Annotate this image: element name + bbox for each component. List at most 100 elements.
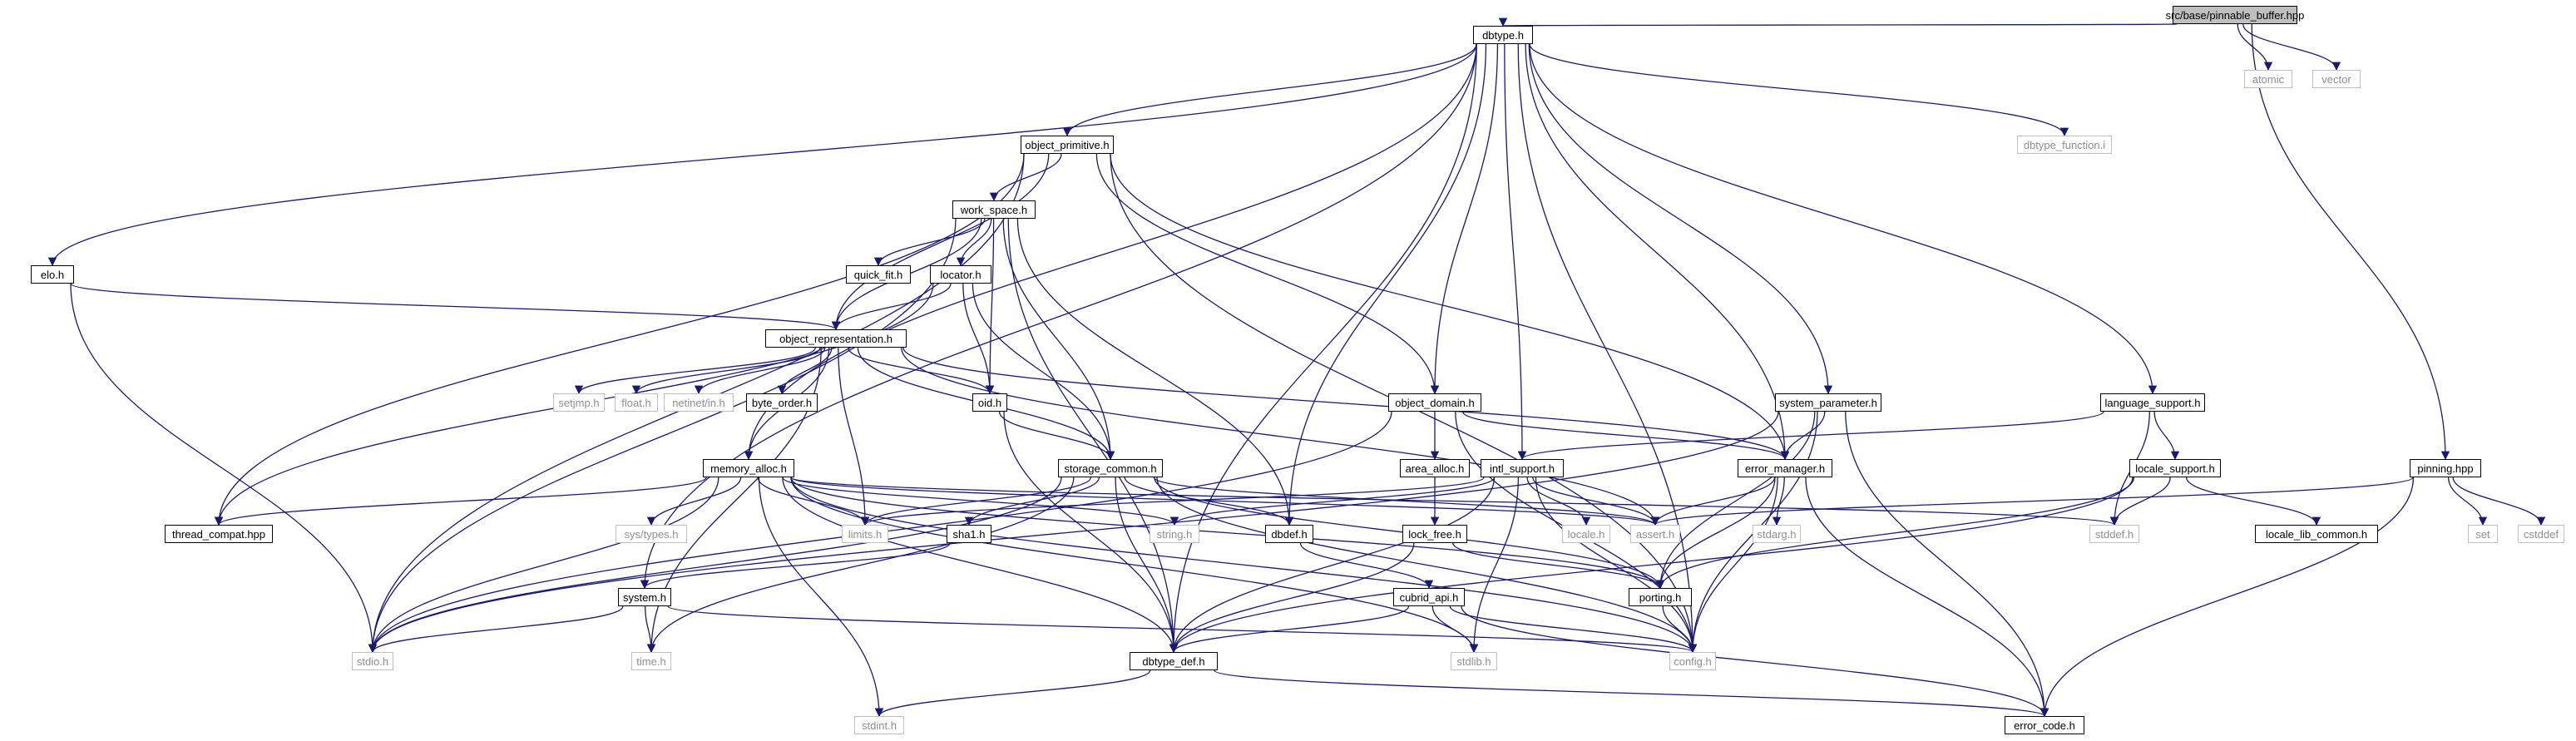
node-label: dbtype_def.h — [1142, 655, 1205, 668]
edge-storage-common-to-config — [1156, 477, 1698, 654]
edge-storage-common-to-sha1 — [964, 477, 1100, 526]
node-error-code[interactable]: error_code.h — [2005, 716, 2084, 734]
node-label: error_manager.h — [1744, 462, 1826, 475]
node-lock-free[interactable]: lock_free.h — [1402, 525, 1467, 543]
node-thread-compat[interactable]: thread_compat.hpp — [165, 525, 273, 543]
node-memory-alloc[interactable]: memory_alloc.h — [703, 459, 794, 477]
node-locale: locale.h — [1562, 525, 1610, 543]
edge-memory-alloc-to-assert — [790, 477, 1659, 526]
node-label: porting.h — [1639, 590, 1682, 604]
node-locator[interactable]: locator.h — [930, 265, 991, 284]
node-object-primitive[interactable]: object_primitive.h — [1021, 136, 1114, 154]
edge-dbdef-to-cubrid-api — [1299, 542, 1434, 590]
edge-object-primitive-to-object-domain — [1095, 153, 1440, 395]
node-setjmp: setjmp.h — [553, 393, 605, 412]
node-label: atomic — [2252, 72, 2285, 86]
node-quick-fit[interactable]: quick_fit.h — [846, 265, 911, 284]
node-label: oid.h — [977, 396, 1002, 409]
node-label: stddef.h — [2094, 527, 2134, 541]
edge-object-primitive-to-object-representation — [831, 153, 1050, 331]
edge-elo-to-stdio — [70, 283, 378, 654]
node-label: language_support.h — [2104, 396, 2201, 409]
edge-dbtype-to-elo — [47, 43, 1477, 267]
edge-dbtype-to-dbtype-function — [1529, 43, 2069, 137]
node-label: sys/types.h — [624, 527, 679, 541]
node-locale-lib-common[interactable]: locale_lib_common.h — [2255, 525, 2378, 543]
node-label: sha1.h — [952, 527, 986, 541]
node-label: dbtype_function.i — [2023, 138, 2106, 151]
edge-work-space-to-locator — [956, 218, 992, 267]
node-porting[interactable]: porting.h — [1629, 588, 1692, 606]
edge-system-parameter-to-stdio — [368, 411, 1779, 654]
node-elo[interactable]: elo.h — [31, 265, 74, 284]
edge-system-parameter-to-error-code — [1845, 411, 2049, 718]
edge-error-manager-to-assert — [1650, 477, 1776, 526]
edge-dbtype-def-to-stdint — [874, 669, 1151, 718]
node-label: object_primitive.h — [1025, 138, 1110, 151]
edge-porting-to-config — [1662, 605, 1698, 654]
node-label: quick_fit.h — [853, 268, 903, 281]
node-storage-common[interactable]: storage_common.h — [1058, 459, 1163, 477]
edge-memory-alloc-to-stdlib — [790, 477, 1479, 654]
edge-work-space-to-dbdef — [1016, 218, 1294, 526]
node-label: pinning.hpp — [2417, 462, 2474, 475]
node-object-domain[interactable]: object_domain.h — [1388, 393, 1481, 412]
edge-cubrid-api-to-stdlib — [1431, 605, 1479, 654]
edge-dbtype-to-object-primitive — [1062, 43, 1477, 137]
node-system-parameter[interactable]: system_parameter.h — [1775, 393, 1881, 412]
edge-oid-to-dbtype-def — [1003, 411, 1179, 654]
node-dbtype-def[interactable]: dbtype_def.h — [1130, 652, 1218, 670]
node-locale-support[interactable]: locale_support.h — [2129, 459, 2221, 477]
edge-storage-common-to-time — [646, 477, 1075, 654]
node-work-space[interactable]: work_space.h — [952, 200, 1036, 219]
node-label: config.h — [1674, 655, 1712, 668]
node-intl-support[interactable]: intl_support.h — [1481, 459, 1564, 477]
node-dbtype-function: dbtype_function.i — [2017, 136, 2112, 154]
node-label: stdint.h — [862, 719, 897, 732]
node-label: assert.h — [1635, 527, 1675, 541]
edge-object-primitive-to-work-space — [989, 153, 1062, 202]
node-dbdef[interactable]: dbdef.h — [1265, 525, 1313, 543]
edge-memory-alloc-to-thread-compat — [215, 477, 707, 526]
edge-intl-support-to-config — [1535, 477, 1698, 654]
node-vector: vector — [2312, 70, 2361, 88]
node-label: dbtype.h — [1482, 28, 1524, 42]
node-object-representation[interactable]: object_representation.h — [765, 329, 907, 348]
node-cubrid-api[interactable]: cubrid_api.h — [1393, 588, 1465, 606]
node-language-support[interactable]: language_support.h — [2100, 393, 2205, 412]
node-label: locale_lib_common.h — [2265, 527, 2368, 541]
node-label: work_space.h — [960, 203, 1028, 216]
node-label: object_domain.h — [1395, 396, 1475, 409]
edge-memory-alloc-to-stdio — [368, 477, 719, 654]
node-oid[interactable]: oid.h — [972, 393, 1007, 412]
node-area-alloc[interactable]: area_alloc.h — [1400, 459, 1470, 477]
edge-memory-alloc-to-stddef — [790, 477, 2119, 526]
node-config: config.h — [1669, 652, 1716, 670]
node-system[interactable]: system.h — [618, 588, 671, 606]
node-dbtype[interactable]: dbtype.h — [1473, 26, 1533, 44]
node-pinnable-buffer[interactable]: src/base/pinnable_buffer.hpp — [2166, 6, 2304, 24]
node-label: cstddef — [2524, 527, 2559, 541]
edge-storage-common-to-dbtype-def — [1115, 477, 1179, 654]
node-byte-order[interactable]: byte_order.h — [746, 393, 818, 412]
node-pinning[interactable]: pinning.hpp — [2410, 459, 2481, 477]
node-label: system.h — [622, 590, 666, 604]
edge-object-representation-to-assert — [901, 347, 1660, 526]
edge-cubrid-api-to-dbtype-def — [1169, 605, 1410, 654]
node-label: area_alloc.h — [1405, 462, 1465, 475]
edge-system-to-stdio — [368, 605, 624, 654]
edge-error-manager-to-stdarg — [1772, 477, 1785, 526]
node-label: object_representation.h — [779, 332, 892, 345]
edge-object-representation-to-byte-order — [777, 347, 833, 395]
node-sha1[interactable]: sha1.h — [947, 525, 991, 543]
node-error-manager[interactable]: error_manager.h — [1738, 459, 1832, 477]
edge-locale-support-to-locale-lib-common — [2185, 477, 2321, 526]
edge-object-domain-to-error-manager — [1462, 411, 1790, 461]
edge-cubrid-api-to-error-code — [1461, 605, 2049, 718]
edge-object-primitive-to-error-manager — [1110, 153, 1790, 461]
node-label: float.h — [621, 396, 651, 409]
edge-oid-to-storage-common — [998, 411, 1115, 461]
edge-object-representation-to-error-manager — [902, 347, 1790, 461]
